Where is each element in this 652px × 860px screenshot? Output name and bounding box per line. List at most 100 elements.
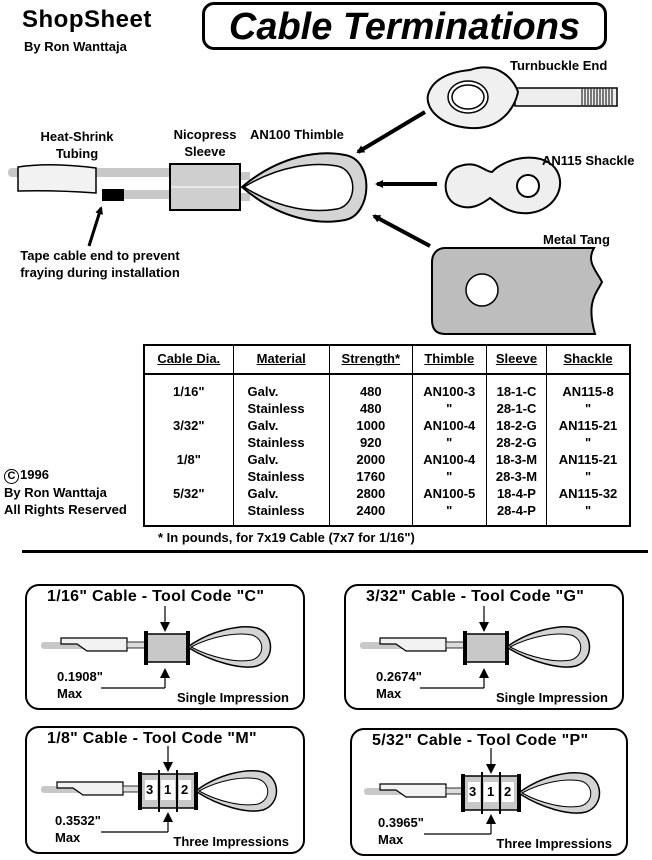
cell-material: Galv. — [232, 451, 330, 468]
cell-strength: 480 — [328, 374, 413, 400]
crimp-card-5-32: 5/32" Cable - Tool Code "P" 3 1 2 0.3965… — [350, 728, 628, 856]
crimp-dimension: 0.1908" — [57, 669, 103, 684]
crimp-dimension: 0.3532" — [55, 813, 101, 828]
table-row: 1/16" Galv. 480 AN100-3 18-1-C AN115-8 — [144, 374, 630, 400]
cell-material: Stainless — [232, 468, 330, 485]
crimp-card-1-8: 1/8" Cable - Tool Code "M" 3 1 2 0.3532"… — [25, 726, 305, 854]
crimp-max-label: Max — [378, 832, 404, 847]
impression-number: 1 — [164, 782, 172, 797]
card-title: 1/16" Cable - Tool Code "C" — [47, 588, 265, 605]
cell-dia — [144, 434, 233, 451]
cell-sleeve: 28-2-G — [485, 434, 547, 451]
termination-diagram — [8, 66, 618, 335]
label-thimble: AN100 Thimble — [250, 127, 344, 142]
label-heat-shrink-line2: Tubing — [55, 146, 99, 161]
cell-strength: 480 — [328, 400, 413, 417]
cell-dia: 5/32" — [173, 486, 205, 501]
section-divider — [22, 550, 648, 553]
table-row: 5/32" Galv. 2800 AN100-5 18-4-P AN115-32 — [144, 485, 630, 502]
cell-thimble: " — [411, 502, 487, 526]
an115-shackle — [444, 156, 561, 215]
triple-crimp-diagram — [41, 746, 278, 833]
cell-shackle: " — [546, 400, 630, 417]
cell-sleeve: 28-4-P — [485, 502, 547, 526]
cell-sleeve: 18-1-C — [485, 374, 547, 400]
cell-sleeve: 28-1-C — [485, 400, 547, 417]
col-strength: Strength* — [328, 345, 413, 375]
col-cable-dia: Cable Dia. — [144, 345, 233, 375]
label-tape-line1: Tape cable end to prevent — [20, 248, 180, 263]
crimp-dimension: 0.3965" — [378, 815, 424, 830]
label-tape-line2: fraying during installation — [20, 265, 180, 280]
table-header-row: Cable Dia. Material Strength* Thimble Sl… — [144, 345, 630, 375]
cell-shackle: AN115-8 — [546, 374, 630, 400]
arrow-tang — [372, 214, 431, 248]
cell-strength: 1760 — [328, 468, 413, 485]
impression-number: 3 — [146, 782, 154, 797]
single-crimp-diagram — [360, 606, 591, 689]
crimp-note: Three Impressions — [173, 834, 289, 849]
cell-dia: 3/32" — [173, 418, 205, 433]
cell-shackle: " — [546, 502, 630, 526]
cell-shackle: " — [546, 434, 630, 451]
cell-shackle: AN115-21 — [546, 417, 630, 434]
arrow-tape — [87, 206, 104, 247]
cell-shackle: AN115-21 — [546, 451, 630, 468]
col-material: Material — [232, 345, 330, 375]
heat-shrink-tubing — [17, 163, 97, 194]
label-turnbuckle: Turnbuckle End — [510, 58, 608, 73]
cell-thimble: AN100-4 — [411, 417, 487, 434]
crimp-max-label: Max — [55, 830, 81, 845]
cell-strength: 2800 — [328, 485, 413, 502]
card-title: 1/8" Cable - Tool Code "M" — [47, 730, 257, 747]
page-title: Cable Terminations — [228, 6, 581, 48]
crimp-note: Three Impressions — [496, 836, 612, 851]
triple-crimp-diagram — [364, 748, 601, 835]
table-row: Stainless 480 " 28-1-C " — [144, 400, 630, 417]
table-footnote: * In pounds, for 7x19 Cable (7x7 for 1/1… — [158, 530, 415, 545]
table-row: 3/32" Galv. 1000 AN100-4 18-2-G AN115-21 — [144, 417, 630, 434]
impression-number: 2 — [181, 782, 189, 797]
label-heat-shrink-line1: Heat-Shrink — [40, 129, 114, 144]
cell-material: Galv. — [232, 417, 330, 434]
crimp-max-label: Max — [57, 686, 83, 701]
cell-strength: 920 — [328, 434, 413, 451]
cell-dia: 1/16" — [173, 384, 205, 399]
crimp-card-3-32: 3/32" Cable - Tool Code "G" 0.2674" Max … — [344, 584, 624, 710]
cell-material: Stainless — [232, 502, 330, 526]
brand-name: ShopSheet — [22, 6, 152, 33]
cell-thimble: " — [411, 400, 487, 417]
cell-material: Stainless — [232, 400, 330, 417]
single-crimp-diagram — [41, 606, 272, 689]
tape-wrap — [102, 189, 124, 201]
cell-thimble: " — [411, 468, 487, 485]
cell-thimble: AN100-4 — [411, 451, 487, 468]
spec-table: Cable Dia. Material Strength* Thimble Sl… — [143, 344, 631, 527]
copyright-rights: All Rights Reserved — [4, 502, 127, 517]
copyright-icon: C — [4, 469, 19, 484]
cell-thimble: AN100-3 — [411, 374, 487, 400]
cell-sleeve: 18-3-M — [485, 451, 547, 468]
author-byline: By Ron Wanttaja — [24, 39, 127, 54]
cell-sleeve: 28-3-M — [485, 468, 547, 485]
crimp-dimension: 0.2674" — [376, 669, 422, 684]
title-box: Cable Terminations — [202, 2, 607, 50]
card-title: 5/32" Cable - Tool Code "P" — [372, 732, 589, 749]
impression-number: 2 — [504, 784, 512, 799]
cell-sleeve: 18-4-P — [485, 485, 547, 502]
crimp-card-1-16: 1/16" Cable - Tool Code "C" 0.1908" Max … — [25, 584, 305, 710]
cell-material: Stainless — [232, 434, 330, 451]
label-nicopress-line2: Sleeve — [184, 144, 226, 159]
table-row: Stainless 920 " 28-2-G " — [144, 434, 630, 451]
label-tang: Metal Tang — [543, 232, 610, 247]
arrow-turnbuckle — [356, 110, 427, 154]
cell-shackle: AN115-32 — [546, 485, 630, 502]
cell-strength: 2000 — [328, 451, 413, 468]
cell-shackle: " — [546, 468, 630, 485]
col-thimble: Thimble — [411, 345, 487, 375]
col-shackle: Shackle — [546, 345, 630, 375]
table-row: Stainless 1760 " 28-3-M " — [144, 468, 630, 485]
card-title: 3/32" Cable - Tool Code "G" — [366, 588, 585, 605]
cell-material: Galv. — [232, 374, 330, 400]
col-sleeve: Sleeve — [485, 345, 547, 375]
